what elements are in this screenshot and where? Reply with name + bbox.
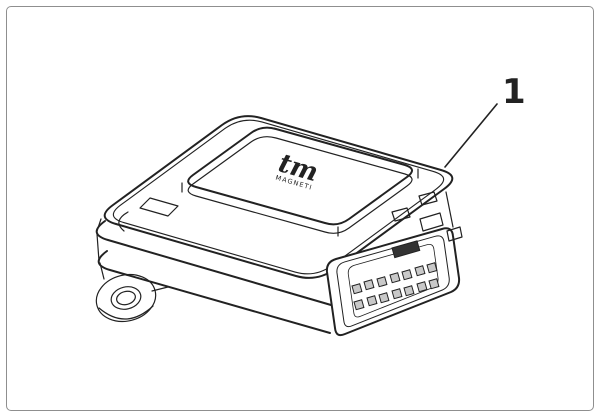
ecu-base <box>95 191 454 334</box>
ecu-housing <box>103 115 454 279</box>
connector-latch-tab <box>446 226 463 242</box>
connector-latch-tab <box>419 212 444 232</box>
connector <box>325 212 463 337</box>
mounting-ear <box>95 262 169 323</box>
connector-latch-slot <box>391 240 421 259</box>
callout-label: 1 <box>502 72 526 112</box>
callout-leader-line <box>444 103 498 168</box>
